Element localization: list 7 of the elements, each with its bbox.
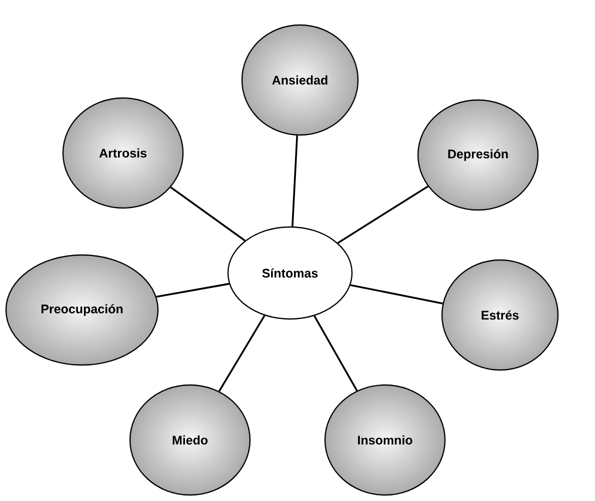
connector-line (170, 186, 246, 242)
connector-line (218, 315, 266, 392)
connector-line (314, 315, 358, 392)
connector-line (350, 284, 443, 304)
connector-line (156, 282, 230, 298)
connector-line (292, 135, 298, 226)
connector-line (337, 186, 428, 244)
